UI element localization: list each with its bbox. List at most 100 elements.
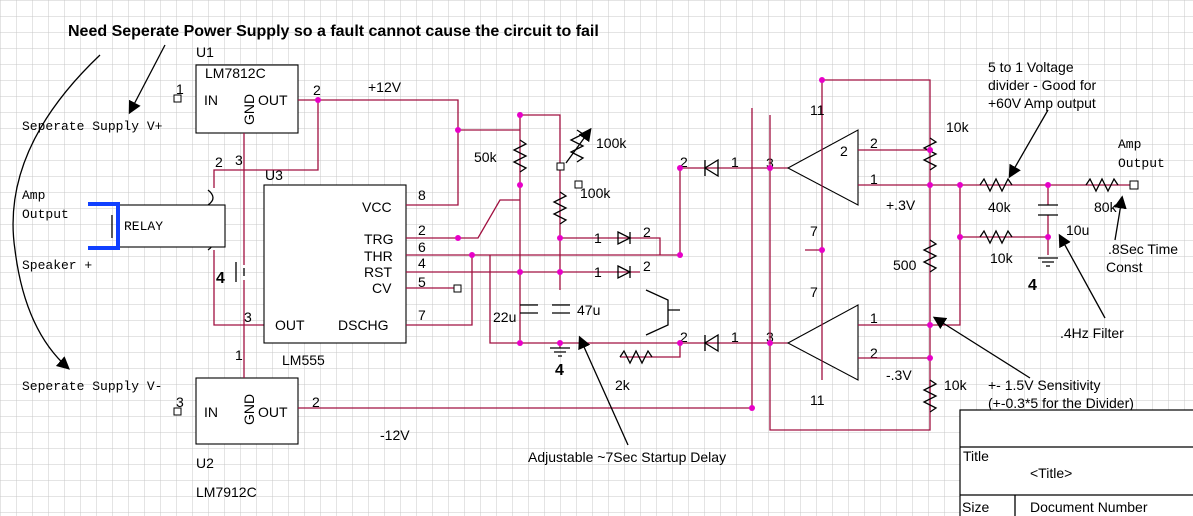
junction-dot bbox=[469, 252, 475, 258]
wire-timing-column bbox=[520, 114, 561, 290]
supply-neg-label: Seperate Supply V- bbox=[22, 379, 162, 394]
battery-mid-label: 4 bbox=[555, 362, 564, 379]
opamp-lower bbox=[786, 304, 859, 381]
junction-dot bbox=[557, 269, 563, 275]
u2-in-terminal bbox=[173, 407, 182, 416]
ground-symbol-filter bbox=[1038, 257, 1058, 267]
resistor-80k-label: 80k bbox=[1094, 199, 1118, 215]
heading-text: Need Seperate Power Supply so a fault ca… bbox=[68, 23, 599, 40]
u2-pin-in: IN bbox=[204, 404, 218, 420]
plus03-label: +.3V bbox=[886, 197, 916, 213]
junction-dot bbox=[767, 340, 773, 346]
opamp-lower-pin-7: 7 bbox=[810, 284, 818, 300]
junction-dot bbox=[927, 355, 933, 361]
junction-dot bbox=[557, 340, 563, 346]
amp-output-left-1: Amp bbox=[22, 188, 45, 203]
regulator-u2: U2 LM7912C IN OUT GND bbox=[195, 377, 299, 500]
regulator-u1: U1 LM7812C IN OUT GND bbox=[195, 44, 299, 134]
filter-note: .4Hz Filter bbox=[1060, 325, 1124, 341]
u1-pin-out: OUT bbox=[258, 92, 288, 108]
wire-trg bbox=[406, 199, 520, 239]
diode-upper-pin-1: 1 bbox=[731, 154, 739, 170]
u3-pin-cv: CV bbox=[372, 280, 392, 296]
arrow-time-const bbox=[1113, 195, 1127, 241]
wire-plus12 bbox=[298, 99, 520, 131]
ground-filter-label: 4 bbox=[1028, 277, 1037, 294]
capacitor-10u-label: 10u bbox=[1066, 222, 1089, 238]
u1-in-terminal bbox=[173, 94, 182, 103]
junction-dot bbox=[557, 235, 563, 241]
pot-terminal-a bbox=[556, 162, 565, 171]
opamp-lower-pin-1: 1 bbox=[870, 310, 878, 326]
diode-comparator-upper bbox=[703, 158, 719, 178]
arrow-to-supply-neg bbox=[12, 54, 101, 370]
junction-dot bbox=[517, 182, 523, 188]
wire-vcc bbox=[406, 130, 459, 206]
relay-label: RELAY bbox=[124, 219, 163, 234]
minus03-label: -.3V bbox=[886, 367, 912, 383]
diode-timer-2 bbox=[617, 264, 632, 280]
resistor-80k bbox=[1085, 177, 1119, 193]
junction-dot bbox=[677, 252, 683, 258]
u3-ref: U3 bbox=[265, 167, 283, 183]
junction-dot bbox=[1045, 234, 1051, 240]
resistor-10k-input-label: 10k bbox=[990, 250, 1014, 266]
arrow-sensitivity bbox=[932, 316, 1031, 379]
junction-dot bbox=[927, 147, 933, 153]
title-block-docnum-label: Document Number bbox=[1030, 499, 1148, 515]
u2-ref: U2 bbox=[196, 455, 214, 471]
resistor-100k bbox=[552, 191, 568, 225]
resistor-10k-top-label: 10k bbox=[946, 119, 970, 135]
amp-output-terminal bbox=[1129, 180, 1139, 190]
resistor-2k-label: 2k bbox=[615, 377, 631, 393]
wire-dschg bbox=[406, 255, 473, 326]
resistor-2k bbox=[619, 349, 653, 365]
junction-dot bbox=[927, 182, 933, 188]
arrow-to-supply-pos bbox=[128, 44, 166, 115]
resistor-40k bbox=[979, 177, 1013, 193]
resistor-10k-bottom bbox=[922, 379, 938, 413]
junction-dot bbox=[677, 340, 683, 346]
diode-lower-pin-1: 1 bbox=[731, 329, 739, 345]
opamp-upper-pin-2: 2 bbox=[870, 135, 878, 151]
u1-ref: U1 bbox=[196, 44, 214, 60]
amp-output-left-2: Output bbox=[22, 207, 69, 222]
relay-pin-num-3: 3 bbox=[244, 309, 252, 325]
opamp-upper-pin-7: 7 bbox=[810, 223, 818, 239]
u3-pin-num-4: 4 bbox=[418, 255, 426, 271]
u3-pin-num-7: 7 bbox=[418, 307, 426, 323]
u2-pin-num-3: 3 bbox=[176, 394, 184, 410]
wire-relay-to-out bbox=[213, 250, 264, 326]
u1-pin-num-2: 2 bbox=[313, 82, 321, 98]
opamp-lower-pin-11: 11 bbox=[810, 392, 825, 408]
title-block-size-label: Size bbox=[962, 499, 989, 515]
relay: RELAY bbox=[88, 189, 226, 251]
amp-output-right-1: Amp bbox=[1118, 137, 1141, 152]
u2-pin-num-2: 2 bbox=[312, 394, 320, 410]
junction-dot bbox=[315, 97, 321, 103]
u3-pin-num-5: 5 bbox=[418, 274, 426, 290]
resistor-500-label: 500 bbox=[893, 257, 917, 273]
time-const-note-2: Const bbox=[1106, 259, 1143, 275]
junction-dot bbox=[749, 405, 755, 411]
u1-part: LM7812C bbox=[205, 65, 266, 81]
resistor-40k-label: 40k bbox=[988, 199, 1012, 215]
wire-signal-lower bbox=[858, 185, 961, 326]
capacitor-47u-label: 47u bbox=[577, 302, 600, 318]
divider-note-1: 5 to 1 Voltage bbox=[988, 59, 1074, 75]
capacitor-22u-label: 22u bbox=[493, 309, 516, 325]
resistor-50k-label: 50k bbox=[474, 149, 498, 165]
sensitivity-note-1: +- 1.5V Sensitivity bbox=[988, 377, 1100, 393]
battery-left bbox=[235, 262, 245, 282]
u1-pin-gnd: GND bbox=[241, 94, 257, 125]
capacitor-47u bbox=[552, 304, 570, 314]
opamp-upper-pin-1: 1 bbox=[870, 171, 878, 187]
divider-note-3: +60V Amp output bbox=[988, 95, 1096, 111]
u2-pin-out: OUT bbox=[258, 404, 288, 420]
junction-dot bbox=[1045, 182, 1051, 188]
resistor-50k bbox=[512, 139, 528, 173]
u2-part: LM7912C bbox=[196, 484, 257, 500]
diode-lower-pin-2: 2 bbox=[680, 329, 688, 345]
wire-thr-loop bbox=[489, 255, 680, 344]
plus12-label: +12V bbox=[368, 79, 402, 95]
